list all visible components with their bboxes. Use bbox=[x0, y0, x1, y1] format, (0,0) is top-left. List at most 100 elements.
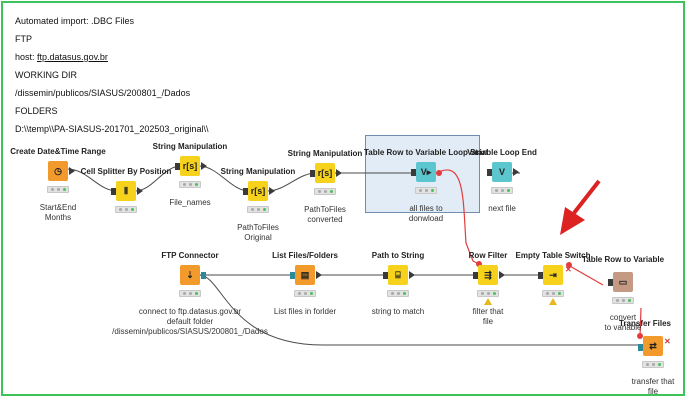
node-title: Variable Loop End bbox=[467, 148, 537, 157]
input-port[interactable] bbox=[538, 272, 543, 279]
node-list-files-folders[interactable]: List Files/Folders ▤ List files in forld… bbox=[235, 251, 375, 316]
loop-end-icon[interactable]: V bbox=[492, 162, 512, 182]
node-description-2: file bbox=[482, 317, 494, 326]
host-label: host: bbox=[15, 52, 35, 62]
node-description-1: List files in forlder bbox=[273, 307, 337, 316]
node-title: String Manipulation bbox=[152, 142, 228, 151]
node-cell-splitter[interactable]: Cell Splitter By Position ⫴ bbox=[56, 167, 196, 213]
node-description-1: transfer that bbox=[631, 377, 675, 386]
output-port[interactable] bbox=[409, 271, 415, 279]
status-indicator bbox=[314, 188, 336, 195]
output-port[interactable] bbox=[336, 169, 342, 177]
node-description-1: PathToFiles bbox=[304, 205, 346, 214]
transfer-icon[interactable]: ⇄ bbox=[643, 336, 663, 356]
node-loop-start[interactable]: Table Row to Variable Loop Start V▸ all … bbox=[356, 148, 496, 223]
input-port[interactable] bbox=[487, 169, 492, 176]
connection-ftp-to-transfer bbox=[198, 274, 643, 346]
node-title: Table Row to Variable Loop Start bbox=[364, 148, 489, 157]
output-port[interactable] bbox=[201, 162, 207, 170]
status-indicator bbox=[179, 290, 201, 297]
ftp-icon[interactable]: ⇣ bbox=[180, 265, 200, 285]
node-title: List Files/Folders bbox=[272, 251, 338, 260]
node-title: Table Row to Variable bbox=[581, 255, 665, 264]
node-description-3: /dissemin/publicos/SIASUS/200801_/Dados bbox=[112, 327, 268, 336]
warning-icon bbox=[484, 298, 492, 305]
node-create-datetime-range[interactable]: Create Date&Time Range ◷ Start&End Month… bbox=[0, 147, 128, 222]
node-description-2: Months bbox=[44, 213, 72, 222]
output-port[interactable] bbox=[499, 271, 505, 279]
node-table-row-to-variable[interactable]: Table Row to Variable ▭ convert to varia… bbox=[553, 255, 690, 332]
input-port[interactable] bbox=[383, 272, 388, 279]
node-title: Row Filter bbox=[468, 251, 508, 260]
node-row-filter[interactable]: Row Filter ⇶ filter that file bbox=[418, 251, 558, 326]
node-description-2: file bbox=[647, 387, 659, 396]
node-title: Empty Table Switch bbox=[515, 251, 591, 260]
input-port[interactable] bbox=[111, 188, 116, 195]
input-port[interactable] bbox=[411, 169, 416, 176]
input-port[interactable] bbox=[243, 188, 248, 195]
annotation-line-folders-path: D:\\temp\\PA-SIASUS-201701_202503_origin… bbox=[15, 124, 209, 134]
node-path-to-string[interactable]: Path to String ⌸ string to match bbox=[328, 251, 468, 316]
status-indicator bbox=[642, 361, 664, 368]
node-description-1: filter that bbox=[472, 307, 504, 316]
node-title: String Manipulation bbox=[220, 167, 296, 176]
node-transfer-files[interactable]: Transfer Files ⇄ ✕ transfer that file bbox=[575, 319, 690, 396]
status-indicator bbox=[387, 290, 409, 297]
loop-start-icon[interactable]: V▸ bbox=[416, 162, 436, 182]
input-port[interactable] bbox=[638, 344, 643, 351]
variable-port-transfer bbox=[637, 333, 643, 339]
output-port[interactable] bbox=[513, 168, 519, 176]
status-indicator bbox=[542, 290, 564, 297]
list-files-icon[interactable]: ▤ bbox=[295, 265, 315, 285]
output-port[interactable] bbox=[316, 271, 322, 279]
connection-port[interactable] bbox=[201, 272, 206, 279]
node-description-1: next file bbox=[488, 204, 516, 213]
node-description-1: Start&End bbox=[39, 203, 77, 212]
input-port[interactable] bbox=[473, 272, 478, 279]
annotation-line-working-dir-path: /dissemin/publicos/SIASUS/200801_/Dados bbox=[15, 88, 191, 98]
inactive-port-icon: ✕ bbox=[565, 265, 572, 274]
status-indicator bbox=[247, 206, 269, 213]
path-icon[interactable]: ⌸ bbox=[388, 265, 408, 285]
node-description-1: PathToFiles bbox=[237, 223, 279, 232]
node-title: String Manipulation bbox=[287, 149, 363, 158]
input-port[interactable] bbox=[310, 170, 315, 177]
node-description-1: all files to bbox=[409, 204, 443, 213]
red-pointer-arrowhead bbox=[560, 207, 585, 235]
input-port[interactable] bbox=[290, 272, 295, 279]
node-loop-end[interactable]: Variable Loop End V next file bbox=[432, 148, 572, 213]
node-string-manipulation-3[interactable]: String Manipulation r[s] PathToFiles con… bbox=[255, 149, 395, 224]
output-port[interactable] bbox=[269, 187, 275, 195]
string-icon[interactable]: r[s] bbox=[248, 181, 268, 201]
string-icon[interactable]: r[s] bbox=[180, 156, 200, 176]
annotation-line-title: Automated import: .DBC Files bbox=[15, 16, 135, 26]
node-title: Create Date&Time Range bbox=[10, 147, 106, 156]
input-port[interactable] bbox=[608, 279, 613, 286]
variable-port-loopstart bbox=[436, 170, 442, 176]
switch-icon[interactable]: ⇥ bbox=[543, 265, 563, 285]
filter-icon[interactable]: ⇶ bbox=[478, 265, 498, 285]
split-icon[interactable]: ⫴ bbox=[116, 181, 136, 201]
warning-icon bbox=[549, 298, 557, 305]
output-port[interactable] bbox=[137, 187, 143, 195]
output-port[interactable] bbox=[69, 167, 75, 175]
workflow-canvas[interactable]: Automated import: .DBC Files FTP host: f… bbox=[1, 1, 685, 396]
status-indicator bbox=[491, 187, 513, 194]
workflow-connections bbox=[66, 165, 643, 346]
status-indicator bbox=[47, 186, 69, 193]
status-indicator bbox=[294, 290, 316, 297]
node-string-manipulation-1[interactable]: String Manipulation r[s] File_names bbox=[120, 142, 260, 207]
table-var-icon[interactable]: ▭ bbox=[613, 272, 633, 292]
node-empty-table-switch[interactable]: Empty Table Switch ⇥ ✕ bbox=[483, 251, 623, 305]
status-indicator bbox=[612, 297, 634, 304]
node-description-2: donwload bbox=[408, 214, 444, 223]
host-link[interactable]: ftp.datasus.gov.br bbox=[37, 52, 108, 62]
node-ftp-connector[interactable]: FTP Connector ⇣ connect to ftp.datasus.g… bbox=[112, 251, 268, 336]
node-string-manipulation-2[interactable]: String Manipulation r[s] PathToFiles Ori… bbox=[188, 167, 328, 242]
input-port[interactable] bbox=[175, 163, 180, 170]
clock-icon[interactable]: ◷ bbox=[48, 161, 68, 181]
annotation-line-host: host: ftp.datasus.gov.br bbox=[15, 52, 108, 62]
annotation-line-working-dir: WORKING DIR bbox=[15, 70, 77, 80]
node-description-1: string to match bbox=[371, 307, 425, 316]
string-icon[interactable]: r[s] bbox=[315, 163, 335, 183]
